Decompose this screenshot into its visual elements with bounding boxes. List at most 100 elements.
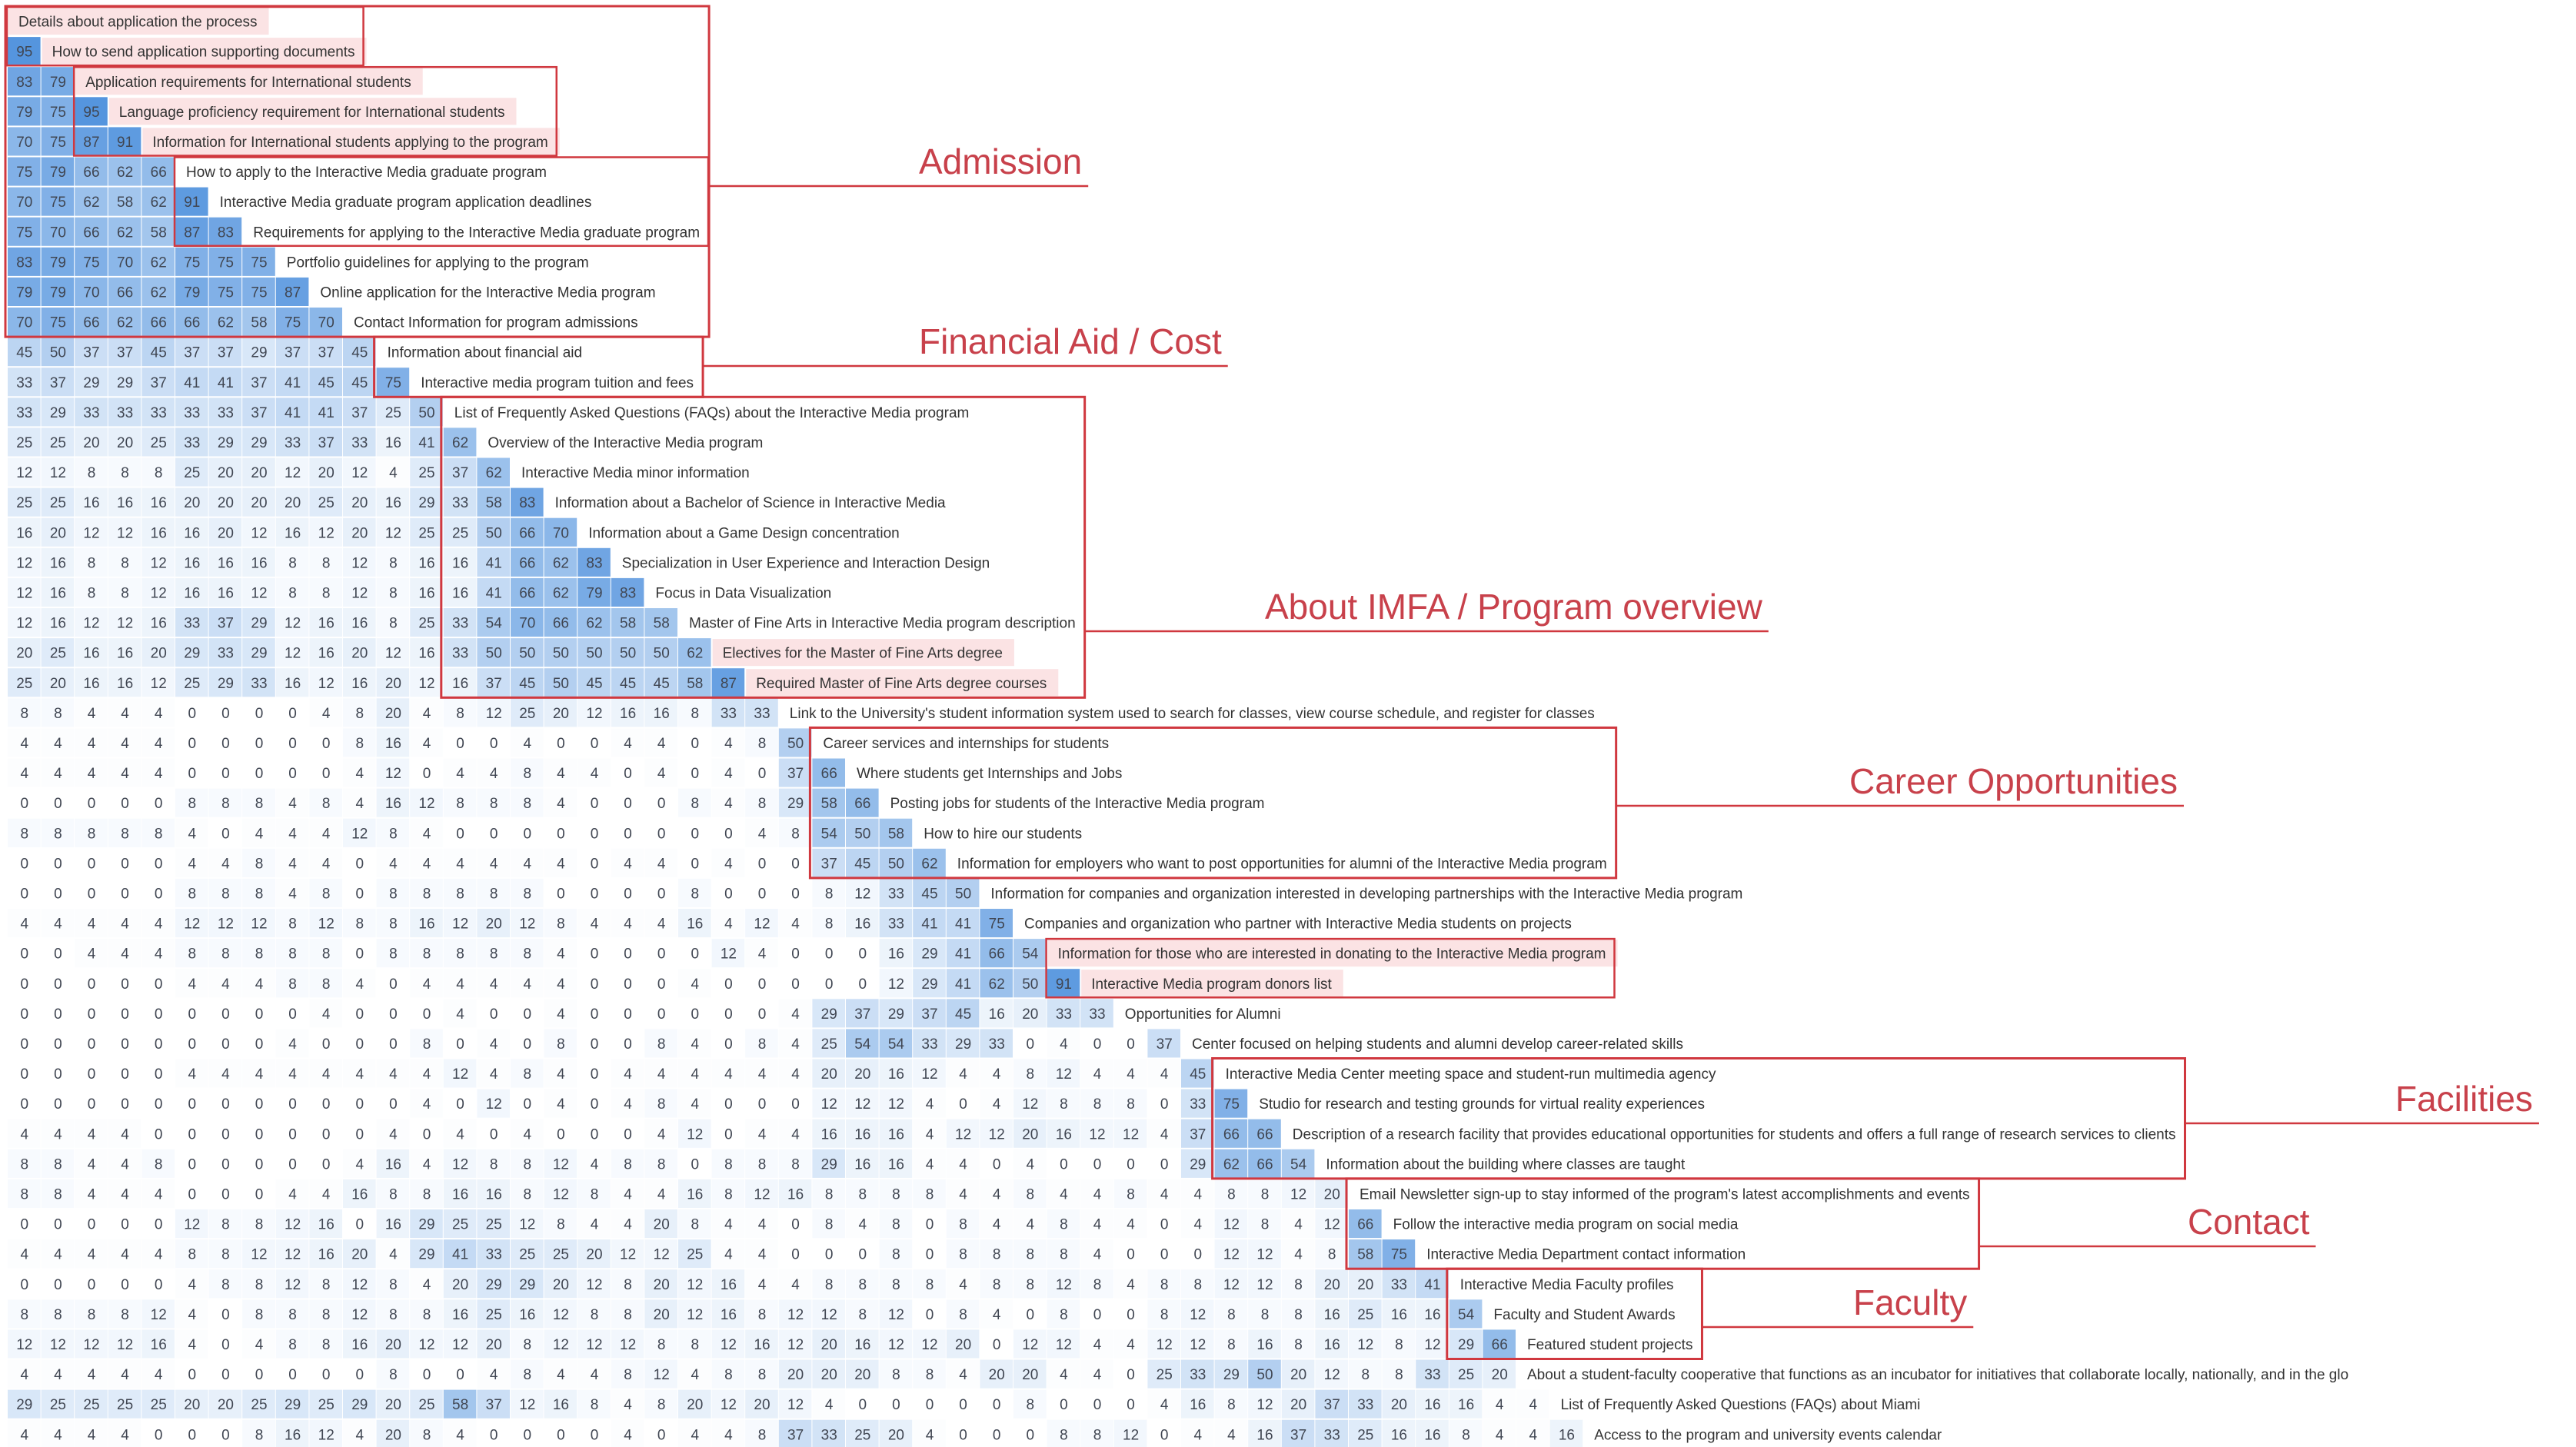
cell-value-label: 4 xyxy=(791,1066,800,1083)
heatmap-cell xyxy=(343,1419,376,1447)
heatmap-cell xyxy=(108,1269,141,1299)
heatmap-cell xyxy=(812,818,845,847)
cell-value-label: 0 xyxy=(356,1217,364,1233)
label-highlight xyxy=(746,669,1059,697)
heatmap-cell xyxy=(946,1179,980,1208)
heatmap-cell xyxy=(75,1149,108,1178)
cell-value-label: 4 xyxy=(791,1036,800,1053)
heatmap-cell xyxy=(443,969,477,998)
cell-value-label: 12 xyxy=(787,1337,804,1353)
cell-value-label: 8 xyxy=(121,585,129,601)
cell-value-label: 12 xyxy=(16,616,32,632)
row-label: Requirements for applying to the Interac… xyxy=(253,225,700,241)
cell-value-label: 4 xyxy=(121,766,129,782)
heatmap-cell xyxy=(108,999,141,1028)
cell-value-label: 4 xyxy=(88,1427,96,1443)
heatmap-cell xyxy=(75,457,108,487)
cell-value-label: 8 xyxy=(389,585,398,601)
heatmap-cell xyxy=(108,1029,141,1058)
heatmap-cell xyxy=(141,758,175,787)
heatmap-cell xyxy=(242,638,275,667)
heatmap-cell xyxy=(745,1239,778,1269)
cell-value-label: 0 xyxy=(21,856,29,872)
heatmap-cell xyxy=(275,999,309,1028)
cell-value-label: 4 xyxy=(1093,1217,1102,1233)
cell-value-label: 33 xyxy=(1391,1277,1407,1293)
cell-value-label: 4 xyxy=(1160,1186,1169,1203)
cell-value-label: 8 xyxy=(88,585,96,601)
cell-value-label: 8 xyxy=(859,1186,867,1203)
cell-value-label: 50 xyxy=(50,345,66,361)
heatmap-cell xyxy=(644,878,677,907)
cell-value-label: 25 xyxy=(418,465,434,481)
cell-value-label: 0 xyxy=(591,736,599,752)
heatmap-cell xyxy=(309,848,342,877)
row-label: Interactive Media program donors list xyxy=(1091,976,1332,993)
heatmap-cell xyxy=(778,818,812,847)
cell-value-label: 4 xyxy=(624,1096,632,1113)
heatmap-cell xyxy=(711,1359,745,1389)
cell-value-label: 25 xyxy=(687,1247,703,1263)
heatmap-cell xyxy=(443,698,477,727)
cell-value-label: 12 xyxy=(452,916,468,933)
cell-value-label: 16 xyxy=(83,676,99,692)
heatmap-cell xyxy=(275,668,309,697)
heatmap-cell xyxy=(1113,1389,1147,1419)
heatmap-cell xyxy=(175,517,208,547)
row-label: Studio for research and testing grounds … xyxy=(1259,1096,1705,1113)
cell-value-label: 0 xyxy=(389,976,398,993)
heatmap-cell xyxy=(1416,1359,1449,1389)
cell-value-label: 25 xyxy=(452,1217,468,1233)
cell-value-label: 16 xyxy=(50,585,66,601)
heatmap-cell xyxy=(141,668,175,697)
cell-value-label: 0 xyxy=(21,796,29,812)
heatmap-cell xyxy=(511,517,544,547)
cell-value-label: 0 xyxy=(221,1186,230,1203)
heatmap-cell xyxy=(1013,1359,1047,1389)
heatmap-cell xyxy=(477,668,510,697)
cell-value-label: 62 xyxy=(83,195,99,211)
cell-value-label: 8 xyxy=(255,886,264,902)
cell-value-label: 4 xyxy=(54,1126,62,1143)
heatmap-cell xyxy=(544,547,577,577)
cell-value-label: 54 xyxy=(821,826,838,842)
cell-value-label: 12 xyxy=(1256,1397,1273,1413)
heatmap-cell xyxy=(108,1089,141,1118)
cell-value-label: 20 xyxy=(654,1307,670,1323)
cell-value-label: 16 xyxy=(553,1397,569,1413)
heatmap-cell xyxy=(108,1419,141,1447)
cell-value-label: 8 xyxy=(121,465,129,481)
heatmap-cell xyxy=(275,338,309,367)
heatmap-cell xyxy=(8,247,41,276)
cell-value-label: 0 xyxy=(691,736,700,752)
cell-value-label: 4 xyxy=(188,1066,197,1083)
cell-value-label: 29 xyxy=(418,1247,434,1263)
heatmap-cell xyxy=(678,1089,711,1118)
heatmap-cell xyxy=(477,1359,510,1389)
heatmap-cell xyxy=(544,758,577,787)
heatmap-cell xyxy=(577,1149,611,1178)
heatmap-cell xyxy=(410,608,443,637)
heatmap-cell xyxy=(879,969,913,998)
row-label: Language proficiency requirement for Int… xyxy=(119,105,505,121)
cell-value-label: 0 xyxy=(791,886,800,902)
heatmap-cell xyxy=(1147,1059,1180,1088)
heatmap-cell xyxy=(1013,1419,1047,1447)
cell-value-label: 4 xyxy=(21,1247,29,1263)
heatmap-cell xyxy=(8,1269,41,1299)
cell-value-label: 0 xyxy=(758,856,767,872)
cell-value-label: 0 xyxy=(221,1427,230,1443)
heatmap-cell xyxy=(208,999,242,1028)
cell-value-label: 4 xyxy=(557,1006,565,1023)
heatmap-cell xyxy=(678,1329,711,1359)
heatmap-cell xyxy=(175,368,208,397)
heatmap-cell xyxy=(108,758,141,787)
cell-value-label: 91 xyxy=(184,195,200,211)
cell-value-label: 0 xyxy=(591,1126,599,1143)
cell-value-label: 37 xyxy=(486,1397,502,1413)
cell-value-label: 29 xyxy=(1190,1156,1206,1173)
heatmap-cell xyxy=(678,1029,711,1058)
cell-value-label: 62 xyxy=(117,165,133,181)
cell-value-label: 12 xyxy=(418,796,434,812)
cell-value-label: 4 xyxy=(288,1036,297,1053)
